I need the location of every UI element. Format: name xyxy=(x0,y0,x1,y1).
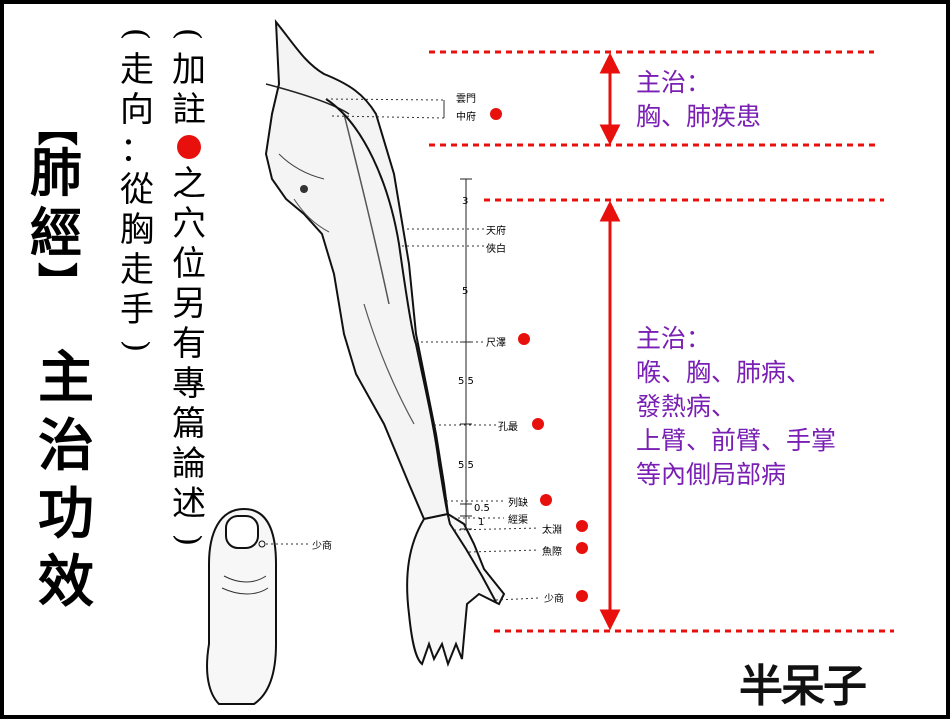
subtitle-char: 治 xyxy=(38,413,94,479)
arm-illustration xyxy=(206,19,894,705)
point-label-yunmen: 雲門 xyxy=(456,94,476,105)
point-label-chize: 尺澤 xyxy=(486,338,506,349)
title-char-meridian: 經 xyxy=(30,203,83,264)
measure-label: 3 xyxy=(462,196,469,207)
meridian-title: 【 肺 經 】 xyxy=(30,106,83,302)
point-label-lieque: 列缺 xyxy=(508,498,528,509)
red-dot-icon xyxy=(576,590,588,602)
title-char-lung: 肺 xyxy=(30,143,83,204)
direction-char: 走 xyxy=(120,50,154,90)
red-dot-icon xyxy=(540,494,552,506)
lower-treatment-text: 主治： 喉、胸、肺病、 發熱病、 上臂、前臂、手掌 等內側局部病 xyxy=(636,324,837,489)
upper-treatment-text: 主治： 胸、肺疾患 xyxy=(636,68,762,131)
red-dot-icon xyxy=(576,520,588,532)
measure-label: 0.5 xyxy=(474,503,490,514)
direction-char: 從 xyxy=(120,170,154,210)
red-dot-icon xyxy=(177,135,201,159)
note-char: 位 xyxy=(172,244,206,284)
subtitle-char: 效 xyxy=(38,549,94,615)
measure-label: 1 xyxy=(478,517,485,528)
note-char: 述 xyxy=(172,484,206,524)
point-label-zhongfu: 中府 xyxy=(456,112,476,123)
direction-note: ( 走 向 ： 從 胸 走 手 ) xyxy=(118,18,156,362)
red-dot-icon xyxy=(532,418,544,430)
point-label-xiabai: 俠白 xyxy=(486,244,506,255)
subtitle-main-efficacy: 主 治 功 效 xyxy=(38,344,94,616)
diagram-canvas: 【 肺 經 】 主 治 功 效 ( 走 向 ： 從 胸 走 手 ) ( 加 註 … xyxy=(4,4,946,715)
measure-label: 5.5 xyxy=(458,460,474,471)
measure-label: 5 xyxy=(462,286,469,297)
annotation-note: ( 加 註 之 穴 位 另 有 專 篇 論 述 ) xyxy=(170,18,208,556)
red-dot-icon xyxy=(518,333,530,345)
direction-char: 走 xyxy=(120,250,154,290)
subtitle-char: 功 xyxy=(38,481,94,547)
note-char: 加 xyxy=(172,50,206,90)
red-dot-icon xyxy=(576,542,588,554)
direction-char: 胸 xyxy=(120,210,154,250)
note-char: 穴 xyxy=(172,204,206,244)
red-dot-icon xyxy=(490,108,502,120)
point-label-taiyuan: 太淵 xyxy=(542,525,562,536)
note-char: 有 xyxy=(172,324,206,364)
subtitle-char: 主 xyxy=(38,345,94,411)
note-char: 另 xyxy=(172,284,206,324)
note-char: 篇 xyxy=(172,404,206,444)
point-label-shaoshang: 少商 xyxy=(544,594,564,605)
note-char: 之 xyxy=(172,164,206,204)
note-char: 註 xyxy=(172,90,206,130)
point-label-kongzui: 孔最 xyxy=(498,422,518,433)
brand-logo: 半呆子 xyxy=(739,661,867,712)
direction-char: 向 xyxy=(120,90,154,130)
point-label-yuji: 魚際 xyxy=(542,547,562,558)
point-label-jingqu: 經渠 xyxy=(508,515,528,526)
point-label-tianfu: 天府 xyxy=(486,226,506,237)
thumb-point-label-shaoshang: 少商 xyxy=(312,541,332,552)
note-char: 論 xyxy=(172,444,206,484)
measure-label: 5.5 xyxy=(458,376,474,387)
direction-char: 手 xyxy=(120,290,154,330)
direction-char: ： xyxy=(120,130,154,170)
note-char: 專 xyxy=(172,364,206,404)
